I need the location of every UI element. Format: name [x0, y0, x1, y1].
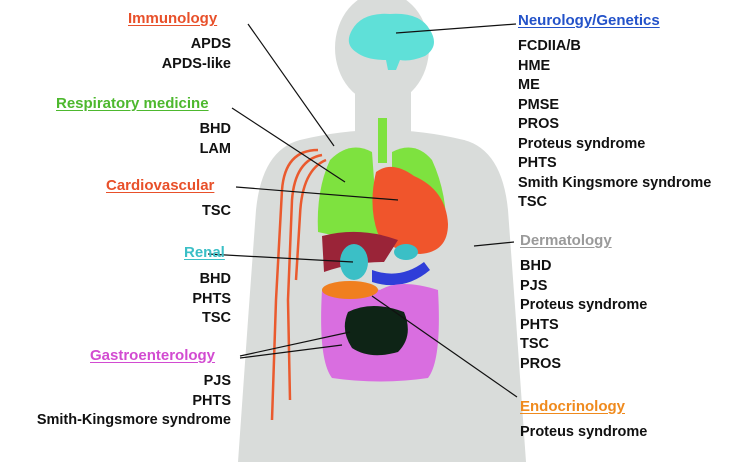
list-item: PMSE	[518, 96, 560, 113]
renal-line	[207, 253, 354, 263]
list-item: LAM	[199, 140, 231, 157]
left-arm	[238, 140, 300, 462]
dermatology-heading: Dermatology	[520, 232, 612, 249]
list-item: Proteus syndrome	[518, 135, 646, 152]
list-item: FCDIIA/B	[518, 38, 581, 54]
neurology-list: FCDIIA/B HME ME PMSE PROS Proteus syndro…	[518, 37, 711, 213]
list-item: PROS	[520, 355, 562, 372]
list-item: Proteus syndrome	[520, 424, 648, 440]
gastroenterology-heading: Gastroenterology	[90, 347, 216, 364]
list-item: PHTS	[192, 290, 231, 307]
list-item: BHD	[199, 121, 231, 137]
endocrinology-line	[371, 295, 518, 398]
dermatology-list: BHD PJS Proteus syndrome PHTS TSC PROS	[520, 257, 647, 374]
connector-lines	[207, 23, 518, 398]
brain	[348, 13, 434, 71]
list-item: TSC	[520, 336, 549, 352]
dermatology-line	[473, 241, 515, 247]
list-item: TSC	[202, 310, 231, 326]
cardiovascular-heading: Cardiovascular	[106, 177, 215, 194]
heart	[372, 166, 448, 254]
left-lung	[317, 147, 378, 237]
pancreas	[322, 281, 378, 299]
blood-vessels	[270, 148, 327, 421]
list-item: PJS	[203, 373, 231, 389]
list-item: PROS	[518, 116, 560, 132]
kidney-left	[340, 244, 368, 280]
list-item: Smith-Kingsmore syndrome	[36, 412, 231, 428]
respiratory-heading: Respiratory medicine	[56, 95, 209, 112]
endocrinology-list: Proteus syndrome	[520, 423, 647, 443]
immunology-line	[247, 23, 335, 147]
list-item: TSC	[202, 203, 231, 219]
neurology-heading: Neurology/Genetics	[518, 12, 660, 29]
immunology-list: APDS APDS-like	[162, 35, 231, 74]
gastroenterology-list: PJS PHTS Smith-Kingsmore syndrome	[37, 372, 231, 431]
list-item: BHD	[520, 258, 552, 274]
renal-list: BHD PHTS TSC	[192, 270, 231, 329]
respiratory-list: BHD LAM	[200, 120, 231, 159]
small-intestine	[344, 306, 408, 356]
list-item: PJS	[520, 277, 548, 294]
right-arm	[464, 140, 526, 462]
neurology-line	[395, 23, 517, 34]
list-item: ME	[518, 77, 540, 93]
list-item: APDS	[190, 36, 231, 52]
list-item: HME	[518, 57, 551, 74]
renal-heading: Renal	[184, 244, 225, 261]
gastro-line-b	[239, 344, 343, 359]
respiratory-line	[231, 107, 346, 183]
immunology-heading: Immunology	[128, 10, 218, 27]
list-item: BHD	[199, 271, 231, 287]
list-item: PHTS	[518, 155, 557, 171]
list-item: PHTS	[192, 392, 231, 409]
list-item: PHTS	[520, 316, 559, 333]
list-item: Proteus syndrome	[520, 297, 648, 313]
gastro-line-a	[239, 331, 351, 357]
list-item: APDS-like	[161, 55, 231, 72]
cardiovascular-line	[235, 186, 399, 201]
list-item: TSC	[518, 194, 547, 210]
endocrinology-heading: Endocrinology	[520, 398, 625, 415]
list-item: Smith Kingsmore syndrome	[518, 174, 712, 191]
kidney-right	[394, 244, 418, 260]
cardiovascular-list: TSC	[202, 202, 231, 222]
stomach	[372, 262, 430, 286]
trachea	[378, 118, 387, 163]
